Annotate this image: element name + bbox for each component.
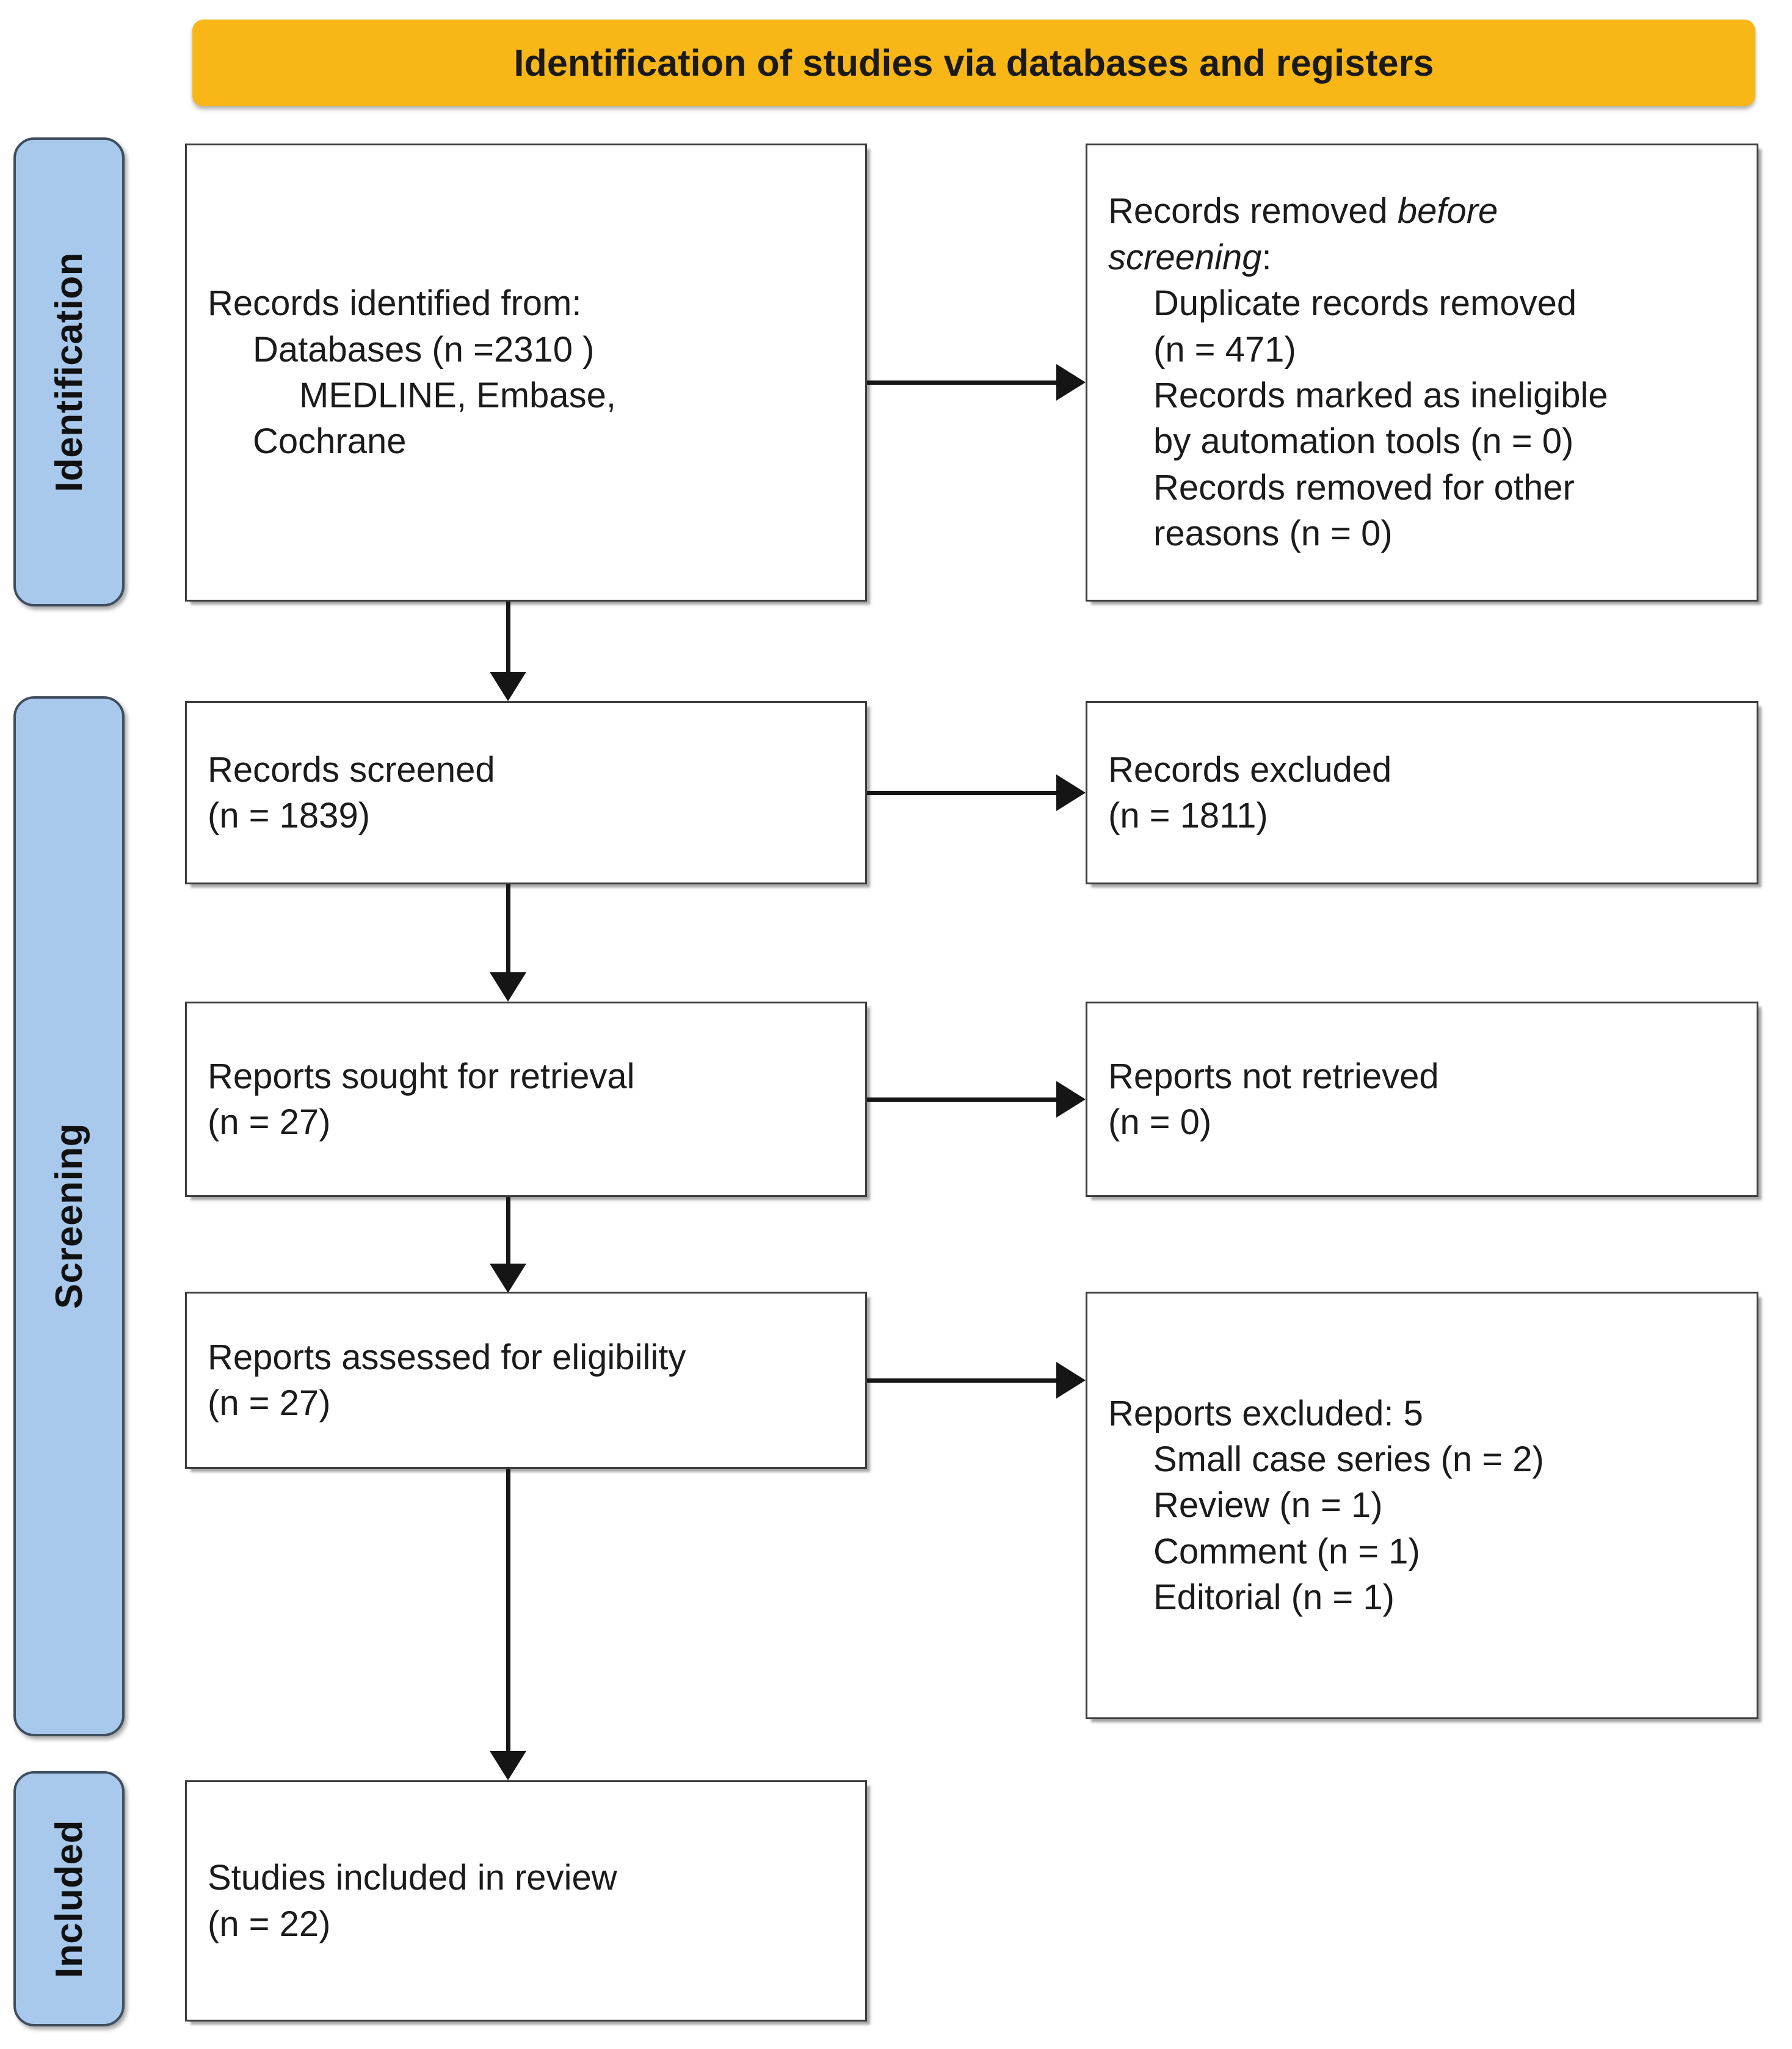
records-removed-line-3: Duplicate records removed bbox=[1153, 283, 1577, 324]
records-removed-line-6: by automation tools (n = 0) bbox=[1153, 421, 1574, 462]
reports-excluded-line-5: Editorial (n = 1) bbox=[1153, 1578, 1395, 1618]
records-identified-line-1: Records identified from: bbox=[208, 283, 582, 324]
studies-included-line-2: (n = 22) bbox=[208, 1904, 331, 1944]
records-screened-line-1: Records screened bbox=[208, 749, 495, 790]
box-records-excluded-body: Records excluded (n = 1811) bbox=[1087, 747, 1757, 839]
reports-sought-line-2: (n = 27) bbox=[208, 1102, 331, 1142]
records-identified-line-4: Cochrane bbox=[253, 421, 407, 462]
arrow-sought-to-assessed bbox=[490, 1197, 526, 1293]
reports-not-retrieved-line-1: Reports not retrieved bbox=[1108, 1056, 1439, 1096]
records-removed-line-5: Records marked as ineligible bbox=[1153, 376, 1608, 415]
stage-label-included-text: Included bbox=[48, 1819, 90, 1978]
reports-assessed-line-2: (n = 27) bbox=[208, 1383, 331, 1423]
records-excluded-line-2: (n = 1811) bbox=[1108, 796, 1268, 835]
records-removed-line-1: Records removed before bbox=[1108, 188, 1736, 234]
records-removed-line-2-emphasis: screening bbox=[1108, 237, 1262, 277]
records-removed-line-2: screening: bbox=[1108, 235, 1736, 280]
box-records-identified-body: Records identified from: Databases (n =2… bbox=[187, 280, 865, 465]
reports-excluded-line-1: Reports excluded: 5 bbox=[1108, 1393, 1423, 1433]
box-reports-assessed-body: Reports assessed for eligibility (n = 27… bbox=[187, 1334, 865, 1427]
stage-label-screening: Screening bbox=[13, 696, 125, 1736]
records-removed-line-7: Records removed for other bbox=[1153, 467, 1575, 508]
stage-label-screening-text: Screening bbox=[48, 1123, 90, 1309]
arrow-sought-to-not-retrieved bbox=[867, 1081, 1086, 1118]
box-reports-assessed-for-eligibility: Reports assessed for eligibility (n = 27… bbox=[185, 1292, 867, 1469]
arrow-screened-to-excluded bbox=[867, 774, 1086, 811]
records-removed-line-1-text: Records removed bbox=[1108, 191, 1398, 231]
records-removed-line-8: reasons (n = 0) bbox=[1153, 514, 1393, 554]
box-records-screened: Records screened (n = 1839) bbox=[185, 701, 867, 884]
box-reports-excluded-body: Reports excluded: 5 Small case series (n… bbox=[1087, 1391, 1757, 1621]
header-banner-title: Identification of studies via databases … bbox=[513, 42, 1434, 84]
box-studies-included-body: Studies included in review (n = 22) bbox=[187, 1855, 865, 1947]
reports-assessed-line-1: Reports assessed for eligibility bbox=[208, 1337, 686, 1377]
stage-label-identification-text: Identification bbox=[48, 252, 90, 492]
box-records-screened-body: Records screened (n = 1839) bbox=[187, 747, 865, 839]
box-records-removed-body: Records removed before screening: Duplic… bbox=[1087, 188, 1757, 556]
header-banner: Identification of studies via databases … bbox=[192, 20, 1755, 106]
reports-excluded-line-3: Review (n = 1) bbox=[1153, 1485, 1383, 1526]
box-records-identified: Records identified from: Databases (n =2… bbox=[185, 144, 867, 602]
box-reports-sought-for-retrieval: Reports sought for retrieval (n = 27) bbox=[185, 1002, 867, 1197]
box-records-excluded: Records excluded (n = 1811) bbox=[1086, 701, 1758, 884]
box-reports-not-retrieved-body: Reports not retrieved (n = 0) bbox=[1087, 1054, 1757, 1146]
box-studies-included-in-review: Studies included in review (n = 22) bbox=[185, 1780, 867, 2022]
records-screened-line-2: (n = 1839) bbox=[208, 796, 371, 835]
records-removed-line-1-emphasis: before bbox=[1397, 191, 1498, 231]
records-removed-line-2-colon: : bbox=[1261, 237, 1272, 277]
arrow-screened-to-sought bbox=[490, 884, 526, 1002]
box-reports-sought-body: Reports sought for retrieval (n = 27) bbox=[187, 1054, 865, 1146]
box-reports-excluded: Reports excluded: 5 Small case series (n… bbox=[1086, 1292, 1758, 1719]
box-records-removed-before-screening: Records removed before screening: Duplic… bbox=[1086, 144, 1758, 602]
records-identified-line-3: MEDLINE, Embase, bbox=[299, 376, 616, 415]
reports-sought-line-1: Reports sought for retrieval bbox=[208, 1056, 635, 1096]
reports-not-retrieved-line-2: (n = 0) bbox=[1108, 1102, 1212, 1142]
arrow-identified-to-removed bbox=[867, 364, 1086, 401]
reports-excluded-line-4: Comment (n = 1) bbox=[1153, 1531, 1420, 1571]
arrow-assessed-to-reports-excluded bbox=[867, 1362, 1086, 1399]
stage-label-included: Included bbox=[13, 1771, 125, 2026]
records-excluded-line-1: Records excluded bbox=[1108, 749, 1392, 790]
studies-included-line-1: Studies included in review bbox=[208, 1858, 617, 1898]
box-reports-not-retrieved: Reports not retrieved (n = 0) bbox=[1086, 1002, 1758, 1197]
records-identified-line-2: Databases (n =2310 ) bbox=[253, 329, 595, 369]
stage-label-identification: Identification bbox=[13, 137, 125, 606]
arrow-identified-to-screened bbox=[490, 602, 526, 701]
records-removed-line-4: (n = 471) bbox=[1153, 329, 1296, 369]
reports-excluded-line-2: Small case series (n = 2) bbox=[1153, 1439, 1544, 1479]
arrow-assessed-to-included bbox=[490, 1469, 526, 1782]
